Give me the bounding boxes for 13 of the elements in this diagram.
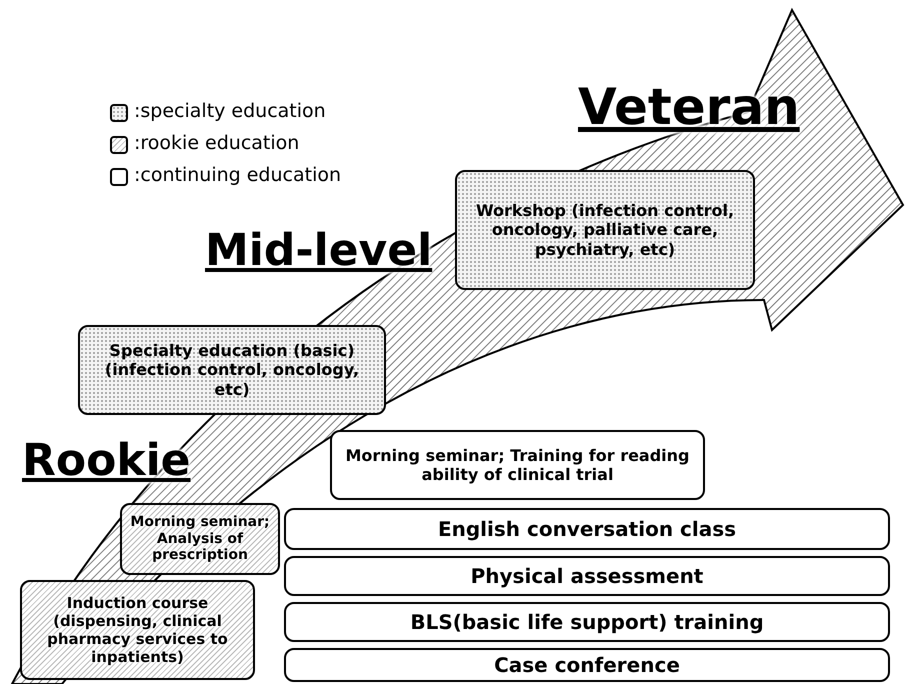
specialty-education-box: Specialty education (basic) (infection control, oncology, etc) [78, 325, 386, 415]
legend-text: :specialty education [134, 100, 326, 122]
training-bar: BLS(basic life support) training [284, 602, 890, 642]
seminar-box: Morning seminar; Analysis of prescription [120, 503, 280, 575]
seminar-box: Morning seminar; Training for reading ability of clinical trial [330, 430, 705, 500]
legend-text: :rookie education [134, 132, 300, 154]
legend-text: :continuing education [134, 164, 342, 186]
stage-label: Mid-level [205, 225, 432, 276]
class-bar: English conversation class [284, 508, 890, 550]
assessment-bar: Physical assessment [284, 556, 890, 596]
workshop-box: Workshop (infection control, oncology, palliative care, psychiatry, etc) [455, 170, 755, 290]
induction-course-box: Induction course (dispensing, clinical pharmacy services to inpatients) [20, 580, 255, 680]
conference-bar: Case conference [284, 648, 890, 682]
